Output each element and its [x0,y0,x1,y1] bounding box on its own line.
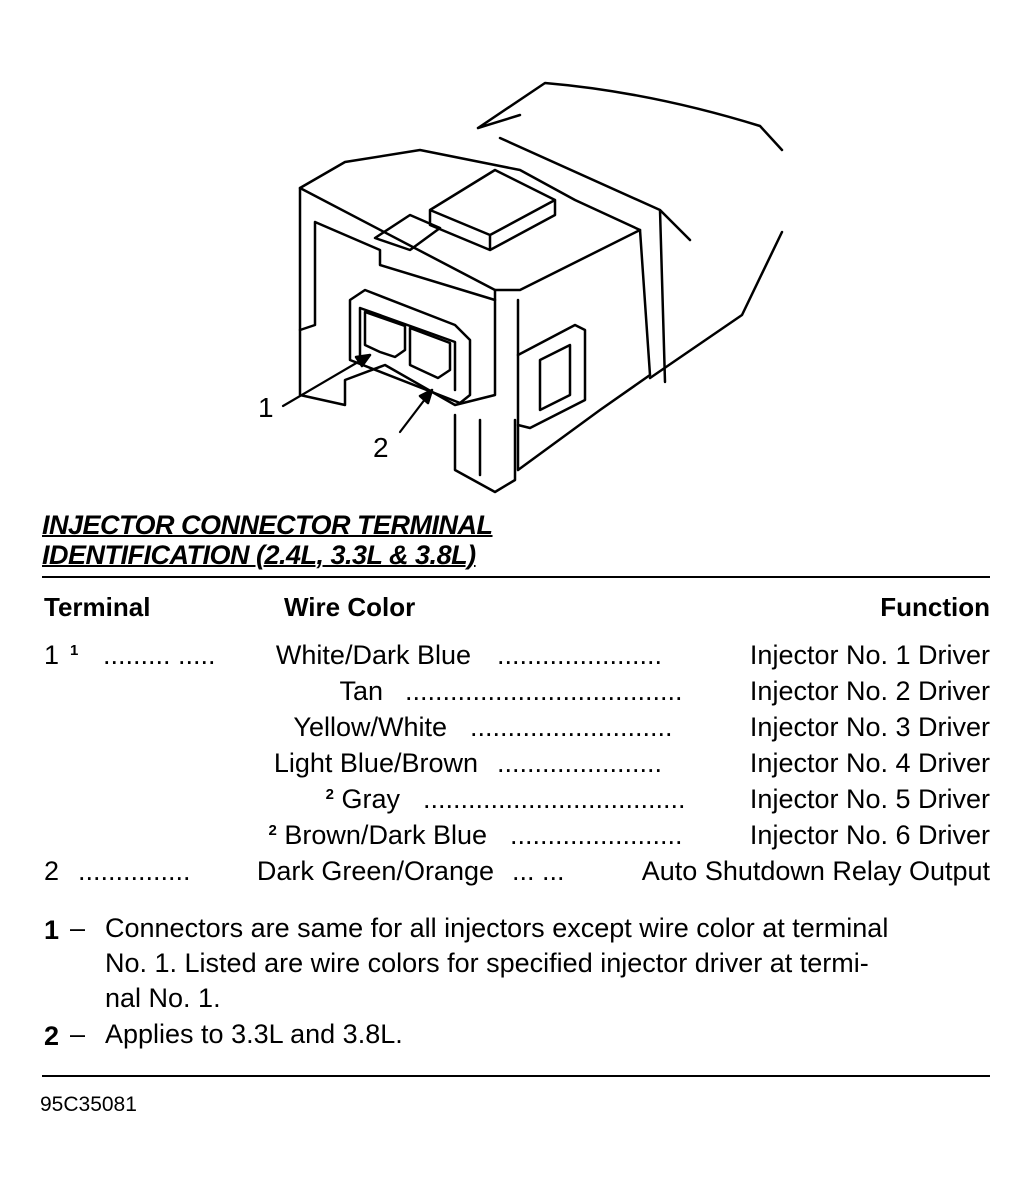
wire-color-text: Gray [341,784,400,814]
header-function: Function [880,592,990,622]
figure-code: 95C35081 [40,1093,137,1116]
row-leader-dots: ........................... [470,712,673,742]
row-wire-color: White/Dark Blue [276,640,471,671]
housing-top [298,148,642,292]
color-footnote-mark: 2 [268,822,277,839]
connector-illustration [281,81,784,494]
row-leader-dots: ................................... [423,784,686,814]
row-wire-color: 2 Gray [326,784,400,815]
housing-right-face [516,228,652,472]
wire-color-text: Tan [339,676,383,706]
row-wire-color: Yellow/White [293,712,447,743]
footnote-line: Connectors are same for all injectors ex… [105,913,889,943]
terminal-2-shape [408,326,452,380]
row-leader-dots: ... ... [512,856,565,886]
latch [428,168,557,252]
footnote-dash: – [70,1019,86,1049]
wire-color-text: Brown/Dark Blue [284,820,487,850]
row-leader-dots: ...................... [497,640,663,670]
terminal-leader-dots: ......... ..... [103,640,216,670]
footnote-mark: 2 [44,1021,60,1051]
housing-inner-frame [298,220,497,332]
terminal-cavity [348,288,472,405]
row-function: Injector No. 1 Driver [749,640,990,670]
row-function: Injector No. 4 Driver [749,748,990,778]
row-leader-dots: ....................... [510,820,683,850]
header-wire-color: Wire Color [284,592,416,622]
row-function: Injector No. 3 Driver [749,712,990,742]
latch-ridge [373,213,442,252]
row-wire-color: Light Blue/Brown [274,748,478,779]
title-line-2: IDENTIFICATION (2.4L, 3.3L & 3.8L) [42,540,476,570]
wire-color-text: White/Dark Blue [275,640,471,670]
wire-color-text: Dark Green/Orange [256,856,494,886]
title-line-1: INJECTOR CONNECTOR TERMINAL [42,510,493,540]
row-function: Injector No. 2 Driver [749,676,990,706]
callout-2: 2 [373,432,389,463]
bottom-rule [42,1075,990,1077]
color-footnote-mark: 2 [325,786,334,803]
terminal-1-shape [363,310,407,359]
leader-1 [281,353,372,408]
callout-1: 1 [258,392,274,423]
footnote-mark: 1 [44,915,60,945]
wire-color-text: Yellow/White [293,712,447,742]
row-function: Auto Shutdown Relay Output [641,856,990,886]
row-leader-dots: ..................................... [405,676,683,706]
footnote-line: nal No. 1. [105,983,221,1013]
row-terminal: 1 [44,640,60,670]
terminal-leader-dots: ............... [78,856,191,886]
header-terminal: Terminal [44,592,151,622]
terminal-footnote-mark: 1 [70,642,79,659]
row-terminal: 2 [44,856,60,886]
row-wire-color: Dark Green/Orange [257,856,494,887]
row-function: Injector No. 6 Driver [749,820,990,850]
boot-edge [498,136,692,384]
footnote-dash: – [70,913,86,943]
row-wire-color: Tan [339,676,383,707]
row-leader-dots: ...................... [497,748,663,778]
top-rule [42,576,990,578]
housing-front-frame [298,186,497,407]
row-wire-color: 2 Brown/Dark Blue [269,820,487,851]
side-tab [516,323,587,430]
bottom-clip [453,413,517,494]
footnote-line: Applies to 3.3L and 3.8L. [105,1019,403,1049]
footnote-line: No. 1. Listed are wire colors for specif… [105,948,869,978]
row-function: Injector No. 5 Driver [749,784,990,814]
table-title: INJECTOR CONNECTOR TERMINAL IDENTIFICATI… [42,510,493,570]
connector-boot [476,81,784,380]
wire-color-text: Light Blue/Brown [273,748,478,778]
